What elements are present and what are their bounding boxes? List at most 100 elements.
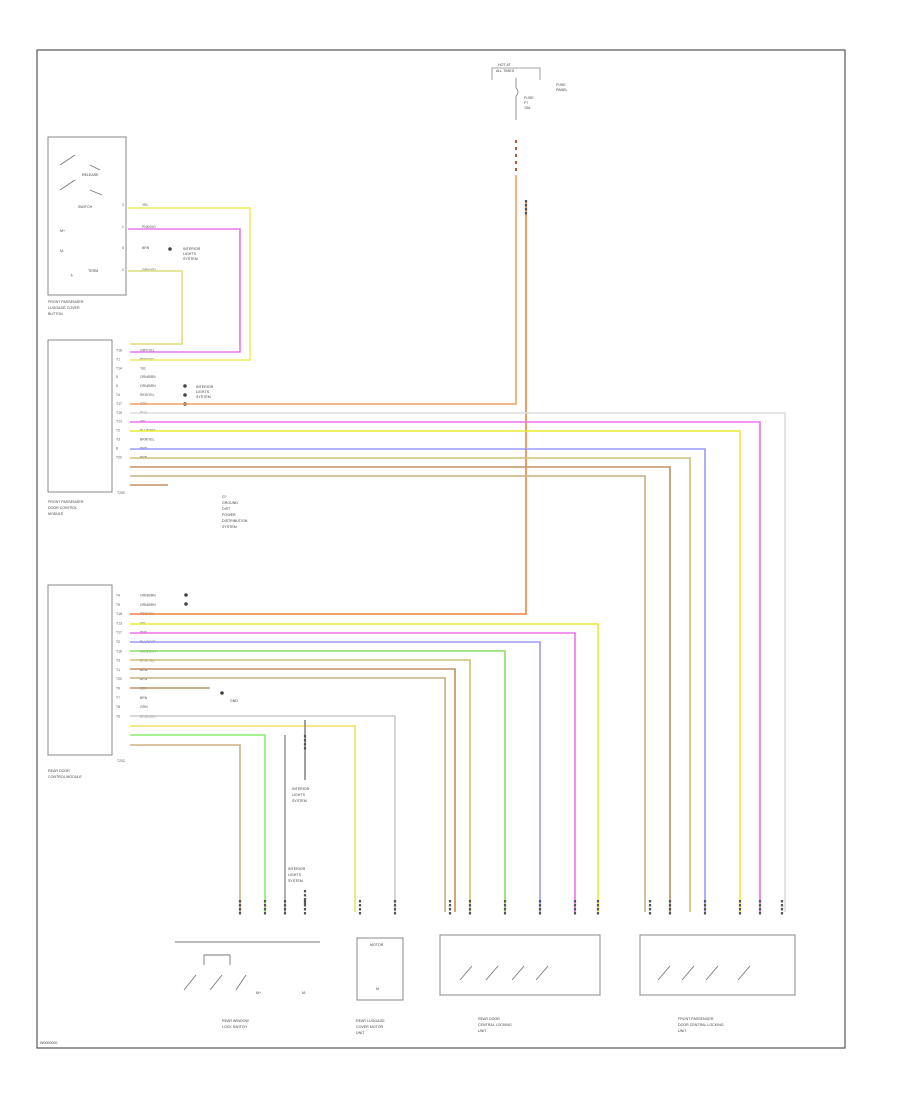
- wire-brn2-rear: [130, 677, 446, 912]
- front-door-module-caption-1: FRONT PASSENGER: [48, 500, 84, 504]
- wire-yel-front: [130, 430, 741, 912]
- wire-grn-rear: [130, 734, 266, 912]
- front-door-wire-label-0: GRY/YEL: [140, 349, 155, 353]
- rear-door-ground-label: GND: [230, 699, 238, 703]
- fuse-panel-label: FUSE: [556, 83, 566, 87]
- diagram-frame: [36, 49, 846, 1049]
- switch-contact-a: M+: [256, 991, 261, 995]
- ground-ref-a-3: SYSTEM: [183, 257, 198, 261]
- rear-door-connector-id: T20C: [117, 759, 126, 763]
- front-door-pin-1: T1: [116, 357, 120, 361]
- wire-gry-rear: [130, 715, 396, 912]
- wire-blu-wht-front: [130, 448, 706, 912]
- front-door-pin-8: T13: [116, 420, 122, 424]
- fuse-element: [515, 78, 519, 120]
- front-pass-lock-caption-3: UNIT: [678, 1029, 687, 1033]
- wire-brn-grn-rear: [130, 744, 241, 912]
- ground-ref-a-2: LIGHTS: [183, 252, 197, 256]
- rear-door-module-caption-1: REAR DOOR: [48, 769, 70, 773]
- ground-ref-b-1: INTERIOR: [196, 385, 214, 389]
- ground-ref-c-2: LIGHTS: [292, 793, 306, 797]
- front-door-pin-10: T3: [116, 438, 120, 442]
- wire-gry-yel-loop: [128, 270, 183, 345]
- ground-ref-e-3: SYSTEM: [288, 879, 303, 883]
- power-source: HOT AT ALL TIMES FUSE PANEL FUSE F? 15A: [491, 63, 568, 171]
- rear-door-wire-label-9: BRN: [140, 677, 148, 681]
- ground-symbol: ⏚: [70, 272, 74, 277]
- switch-contact-b: M-: [302, 991, 307, 995]
- wire-brn-rear: [130, 668, 456, 912]
- switch-row-2-label: M+: [60, 229, 65, 233]
- rear-door-ground-dot: [220, 691, 224, 695]
- rear-door-pin-11: T7: [116, 696, 120, 700]
- switch-contact-label: RELEASE: [82, 173, 99, 177]
- switch-row-3-label: M-: [60, 249, 65, 253]
- rear-door-pin-6: T16: [116, 649, 122, 653]
- rear-door-lock-caption-3: UNIT: [478, 1029, 487, 1033]
- wire-grn-wht-rear: [130, 650, 506, 912]
- wire-pnk-front: [130, 421, 761, 912]
- front-passenger-door-module: FRONT PASSENGER DOOR CONTROL MODULE T20C…: [47, 339, 248, 529]
- rear-luggage-motor-caption-3: UNIT: [356, 1031, 365, 1035]
- fuse-panel-label-2: PANEL: [556, 88, 568, 92]
- ground-ref-d-4: POWER: [222, 513, 236, 517]
- ground-ref-d-2: GROUND: [222, 501, 238, 505]
- front-door-pin-0: T16: [116, 349, 122, 353]
- rear-luggage-motor-caption-2: COVER MOTOR: [356, 1025, 383, 1029]
- hot-at-all-times-label: HOT AT: [498, 63, 511, 67]
- ground-junction-dot: [168, 247, 172, 251]
- rear-door-pin-9: T20: [116, 677, 122, 681]
- rear-door-wire-label-11: BRN: [140, 696, 148, 700]
- switch-wire-3: BRN: [142, 246, 150, 250]
- switch-wire-1: YEL: [142, 203, 149, 207]
- front-door-pin-3: 5: [116, 375, 118, 379]
- front-door-connector-id: T20C: [117, 491, 126, 495]
- switch-wire-4: GRY/YEL: [142, 268, 157, 272]
- wire-yel2-rear: [130, 725, 356, 912]
- front-door-wire-label-5: RED/YEL: [140, 393, 155, 397]
- rear-door-pin-8: T1: [116, 668, 120, 672]
- rear-door-module-caption-2: CONTROL MODULE: [48, 775, 82, 779]
- switch-pin-2: 1: [122, 225, 124, 229]
- rear-door-wire-label-12: GRN: [140, 705, 148, 709]
- front-door-wire-label-2: YEL: [140, 366, 147, 370]
- front-door-wire-label-10: BRN/YEL: [140, 438, 155, 442]
- switch-pin-1: 3: [122, 203, 124, 207]
- front-pass-btn-caption-3: BUTTON: [48, 312, 63, 316]
- wire-yel-rear: [130, 623, 599, 912]
- ground-ref-d-6: SYSTEM: [222, 525, 237, 529]
- rear-door-pin-7: T3: [116, 659, 120, 663]
- front-door-pin-7: T19: [116, 411, 122, 415]
- rear-door-splice-b: [184, 602, 188, 606]
- wire-red-yel-front: [130, 175, 517, 405]
- front-passenger-luggage-button: RELEASE SWITCH M+ M- TERM ⏚ FRONT PASSEN…: [47, 136, 201, 316]
- rear-door-wire-label-1: ORN/BRN: [140, 603, 156, 607]
- front-door-module-caption-2: DOOR CONTROL: [48, 506, 77, 510]
- wire-blu-wht-rear: [130, 641, 541, 912]
- hot-at-all-times-label-2: ALL TIMES: [496, 69, 515, 73]
- rear-door-pin-1: T5: [116, 603, 120, 607]
- rear-door-pin-13: T6: [116, 714, 120, 718]
- front-door-pin-9: T2: [116, 429, 120, 433]
- rear-door-pin-3: T13: [116, 621, 122, 625]
- wire-brn-yel-front: [130, 457, 691, 912]
- front-pass-lock-caption-2: DOOR CENTRAL LOCKING: [678, 1023, 724, 1027]
- ground-ref-b-2: LIGHTS: [196, 390, 210, 394]
- wire-brn-yel-rear: [130, 659, 471, 912]
- rear-window-lock-switch: M+ M- REAR WINDOW LOCK SWITCH: [175, 941, 320, 1029]
- wire-yel-loop: [128, 207, 251, 361]
- front-pass-btn-caption-1: FRONT PASSENGER: [48, 300, 84, 304]
- front-door-module-caption-3: MODULE: [48, 512, 64, 516]
- figure-code: W0000000: [40, 1041, 57, 1045]
- wire-gry-front: [130, 412, 786, 912]
- wire-brn-front: [130, 466, 671, 912]
- fuse-rating: 15A: [524, 106, 531, 110]
- front-passenger-door-central-locking-unit: FRONT PASSENGER DOOR CENTRAL LOCKING UNI…: [639, 934, 796, 1033]
- rear-window-switch-caption-2: LOCK SWITCH: [222, 1025, 247, 1029]
- rear-door-pin-4: T17: [116, 631, 122, 635]
- front-door-splice-b: [183, 393, 187, 397]
- rear-window-switch-caption-1: REAR WINDOW: [222, 1019, 249, 1023]
- wire-pnk-rear: [130, 632, 576, 912]
- switch-wire-2: PNK/VIO: [142, 225, 156, 229]
